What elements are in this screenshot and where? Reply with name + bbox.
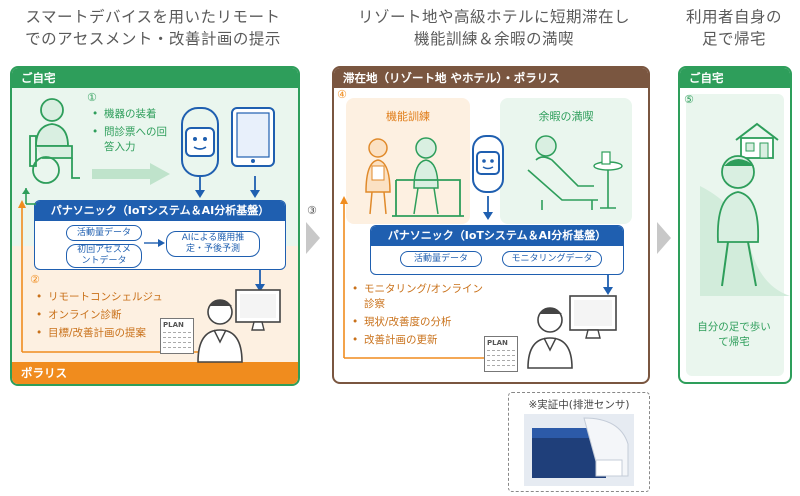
tablet-icon <box>231 107 275 167</box>
bullet-analysis: 現状/改善度の分析 <box>352 315 492 330</box>
heading-col1-line2: でのアセスメント・改善計画の提示 <box>25 30 281 48</box>
panel2-feedback-arrow <box>340 196 486 359</box>
device-to-platform-arrows <box>195 176 260 198</box>
doctor-with-monitor-illustration-2 <box>527 295 617 369</box>
wheelchair-user-illustration <box>29 98 80 184</box>
step-4-marker: ④ <box>337 88 347 101</box>
pana1-pill-arrow <box>144 239 165 247</box>
bullet-online-diagnosis: オンライン診断 <box>36 308 186 323</box>
walking-person-illustration <box>700 155 790 296</box>
bullet-plan-update: 改善計画の更新 <box>352 333 492 348</box>
arrow-to-devices-icon <box>92 163 170 185</box>
bullet-remote-concierge: リモートコンシェルジュ <box>36 290 186 305</box>
training-illustration <box>365 137 464 217</box>
panel1-bullets: 機器の装着 問診票への回答入力 <box>92 107 174 158</box>
platform1-to-doctor-arrow <box>255 270 265 292</box>
heading-col3-line2: 足で帰宅 <box>701 30 766 48</box>
panel3-title: ご自宅 <box>689 71 724 85</box>
plan-document-1: PLAN <box>160 318 194 354</box>
step-5-marker: ⑤ <box>684 93 694 106</box>
panel1-title: ご自宅 <box>21 71 56 85</box>
subpanel-functional-training: 機能訓練 <box>346 98 470 224</box>
panel1-title-bar: ご自宅 <box>12 68 298 88</box>
sub1-title: 機能訓練 <box>386 110 430 123</box>
leisure-illustration <box>527 135 623 210</box>
bullet-monitoring: モニタリング/オンライン診察 <box>352 282 492 312</box>
doctor-with-monitor-illustration-1 <box>197 289 281 363</box>
pana2-title: パナソニック（IoTシステム＆AI分析基盤） <box>371 226 623 246</box>
plan-document-1-label: PLAN <box>163 321 184 329</box>
toilet-sensor-photo <box>524 414 634 486</box>
pana1-initial-assessment-data: 初回アセスメントデータ <box>66 244 142 268</box>
plan-document-2-label: PLAN <box>487 339 508 347</box>
panel2-title-bar: 滞在地（リゾート地 やホテル）・ポラリス <box>334 68 648 88</box>
plan-document-2: PLAN <box>484 336 518 372</box>
platform2-to-doctor-arrow <box>603 275 613 295</box>
bullet-goal-plan: 目標/改善計画の提案 <box>36 326 186 341</box>
pana2-monitoring-data: モニタリングデータ <box>502 251 602 267</box>
panel3-title-bar: ご自宅 <box>680 68 790 88</box>
panel1-footer-bar: ポラリス <box>12 362 298 384</box>
heading-col2: リゾート地や高級ホテルに短期滞在し 機能訓練＆余暇の満喫 <box>334 6 654 50</box>
pana1-activity-data: 活動量データ <box>66 225 142 241</box>
panel1-bullets2: リモートコンシェルジュ オンライン診断 目標/改善計画の提案 <box>36 290 186 344</box>
house-icon <box>735 122 779 159</box>
pana2-activity-data: 活動量データ <box>400 251 482 267</box>
heading-col2-line2: 機能訓練＆余暇の満喫 <box>413 30 574 48</box>
bullet-device-wear: 機器の装着 <box>92 107 174 122</box>
panel2-bullets: モニタリング/オンライン診察 現状/改善度の分析 改善計画の更新 <box>352 282 492 351</box>
heading-col3: 利用者自身の 足で帰宅 <box>672 6 796 50</box>
panel1-footer: ポラリス <box>21 366 67 380</box>
step-2-marker: ② <box>30 273 40 286</box>
step-3-marker: ③ <box>307 204 317 217</box>
sub2-title: 余暇の満喫 <box>538 110 594 123</box>
heading-col1-line1: スマートデバイスを用いたリモート <box>25 8 281 26</box>
demo-label: ※実証中(排泄センサ) <box>528 399 630 411</box>
pana1-ai-prediction: AIによる廃用推定・予後予測 <box>166 231 260 257</box>
bullet-questionnaire: 問診票への回答入力 <box>92 125 174 155</box>
pana1-title: パナソニック（IoTシステム＆AI分析基盤） <box>35 201 285 221</box>
panel2-title: 滞在地（リゾート地 やホテル）・ポラリス <box>343 71 560 85</box>
heading-col1: スマートデバイスを用いたリモート でのアセスメント・改善計画の提示 <box>8 6 298 50</box>
panasonic-platform-2: パナソニック（IoTシステム＆AI分析基盤） <box>370 225 624 275</box>
heading-col2-line1: リゾート地や高級ホテルに短期滞在し <box>357 8 630 26</box>
flow-chevron-2 <box>657 222 671 254</box>
step-1-marker: ① <box>87 91 97 104</box>
demo-toilet-sensor-box: ※実証中(排泄センサ) <box>508 392 650 492</box>
wristband-sensor-icon <box>181 107 219 177</box>
wristband-to-platform2-arrow <box>483 196 493 220</box>
panel3-caption: 自分の足で歩いて帰宅 <box>697 321 771 348</box>
wristband-sensor-icon-2 <box>472 135 504 193</box>
heading-col3-line1: 利用者自身の <box>685 8 782 26</box>
flow-chevron-1 <box>306 222 320 254</box>
